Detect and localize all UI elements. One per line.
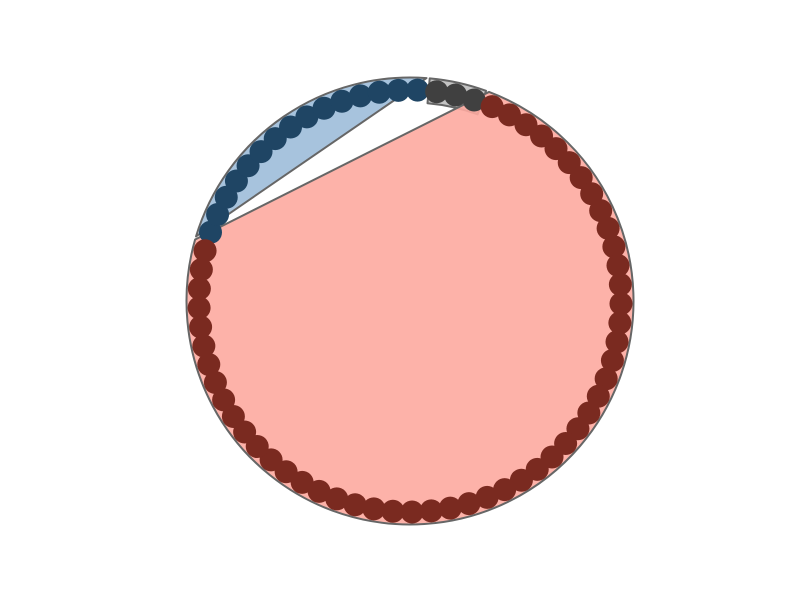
node-blue xyxy=(206,202,230,226)
node-gray xyxy=(425,80,449,104)
node-red xyxy=(400,500,424,524)
node-blue xyxy=(367,80,391,104)
node-red xyxy=(192,334,216,358)
node-red xyxy=(438,496,462,520)
node-red xyxy=(221,404,245,428)
node-red xyxy=(589,199,613,223)
node-red xyxy=(600,349,624,373)
node-red xyxy=(594,367,618,391)
node-gray xyxy=(462,88,486,112)
node-red xyxy=(605,330,629,354)
node-blue xyxy=(348,84,372,108)
node-red xyxy=(212,388,236,412)
node-red xyxy=(197,353,221,377)
node-red xyxy=(381,499,405,523)
node-red xyxy=(497,103,521,127)
cluster-nodes xyxy=(187,78,633,524)
node-red xyxy=(419,499,443,523)
node-red xyxy=(475,485,499,509)
node-red xyxy=(187,296,211,320)
node-blue xyxy=(295,105,319,129)
node-red xyxy=(608,311,632,335)
node-red xyxy=(493,478,517,502)
cluster-region-red xyxy=(185,90,635,526)
node-red xyxy=(580,182,604,206)
node-red xyxy=(457,492,481,516)
cluster-region-blue xyxy=(195,76,428,238)
node-red xyxy=(362,497,386,521)
node-red xyxy=(606,253,630,277)
node-red xyxy=(343,493,367,517)
node-red xyxy=(602,235,626,259)
node-red xyxy=(193,239,217,263)
node-red xyxy=(608,273,632,297)
node-red xyxy=(203,371,227,395)
node-red xyxy=(509,468,533,492)
node-blue xyxy=(386,78,410,102)
node-red xyxy=(325,487,349,511)
node-blue xyxy=(312,96,336,120)
node-red xyxy=(596,216,620,240)
node-gray xyxy=(444,83,468,107)
node-blue xyxy=(199,220,222,244)
node-red xyxy=(480,95,504,119)
node-red xyxy=(586,384,610,408)
node-red xyxy=(307,479,331,503)
node-blue xyxy=(406,78,430,102)
node-blue xyxy=(330,89,354,113)
node-red xyxy=(189,258,213,282)
node-red xyxy=(609,292,633,316)
node-red xyxy=(189,315,213,339)
node-red xyxy=(187,277,211,301)
